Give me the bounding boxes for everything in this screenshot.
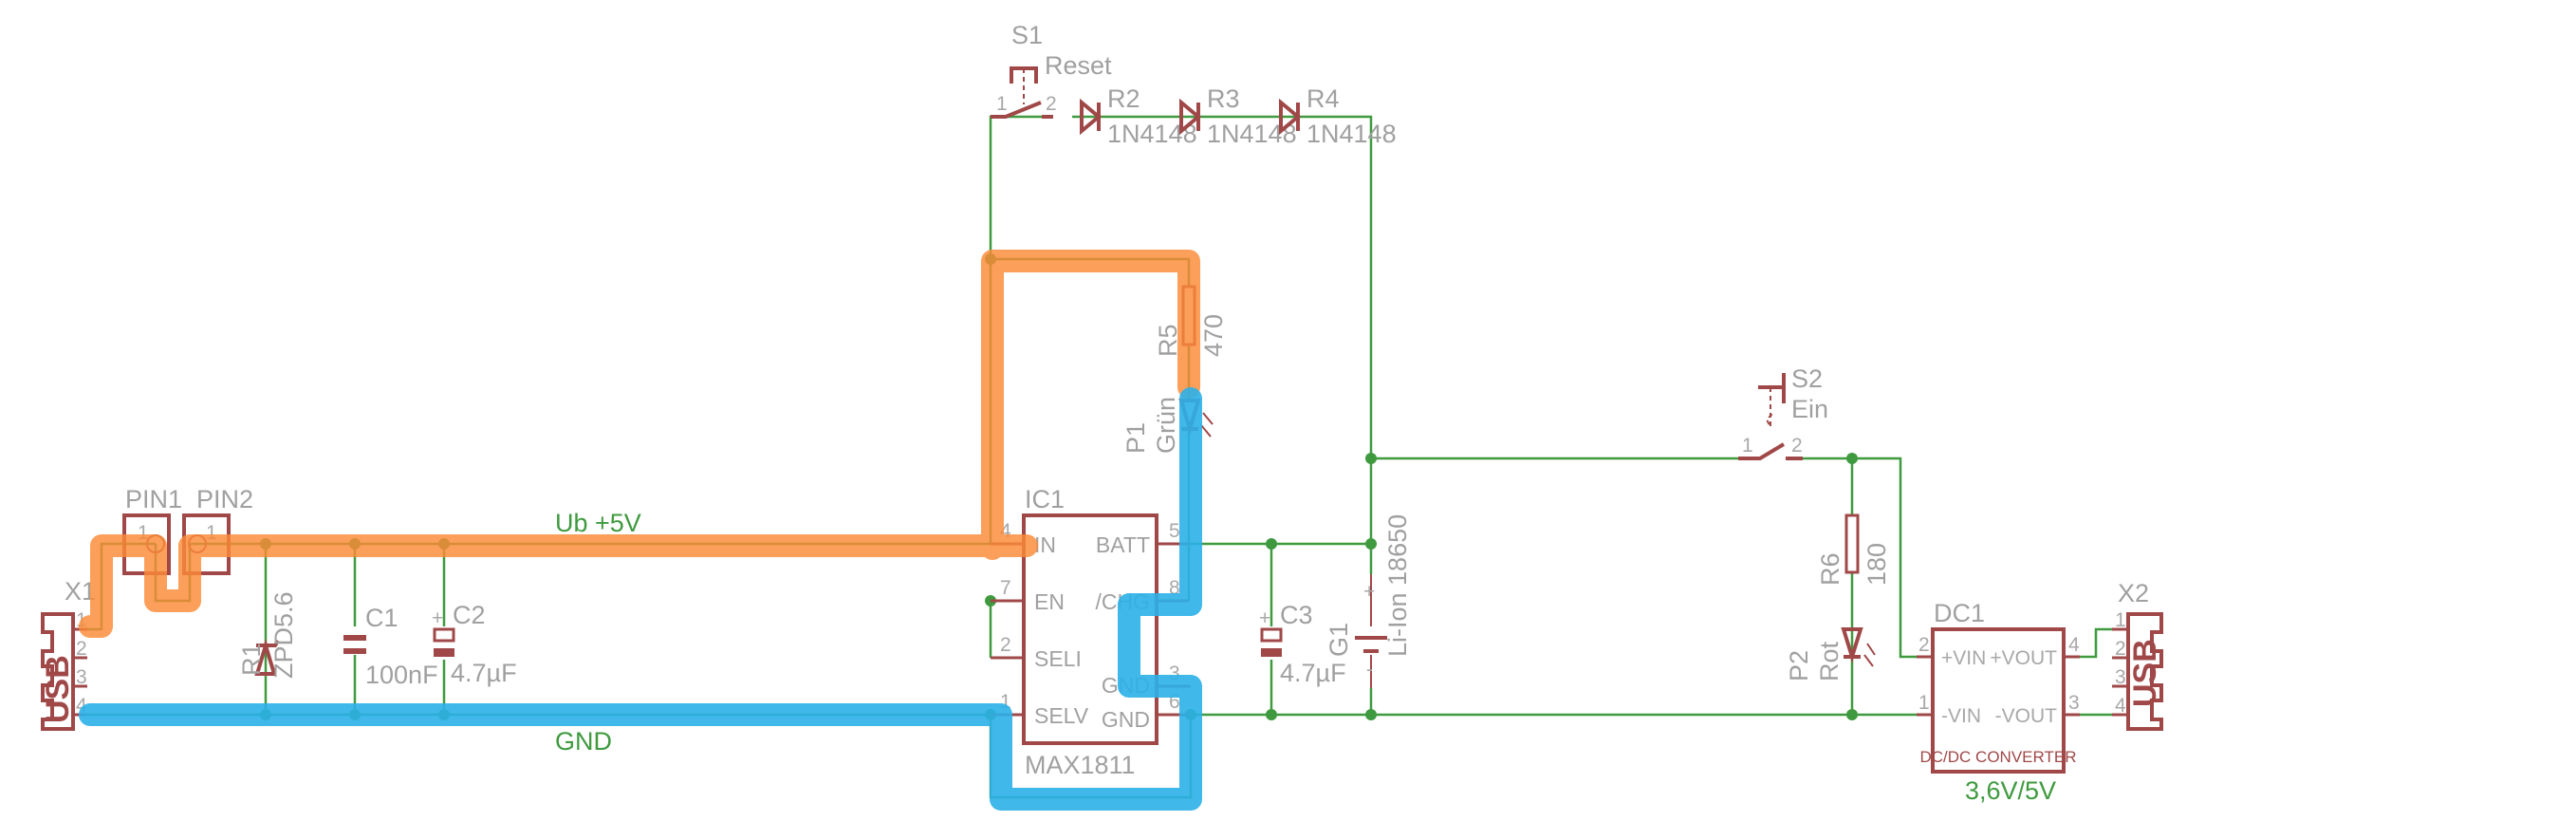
c2-value: 4.7µF [451,659,517,687]
c2-label: C2 [453,601,486,629]
s2-value: Ein [1791,395,1828,423]
ic1-pin: 6 [1169,691,1180,713]
g1-label: G1 [1325,623,1353,657]
capacitor-c3: + C3 4.7µF [1257,601,1346,687]
r3-value: 1N4148 [1207,120,1297,148]
capacitor-c1: C1 100nF [342,604,438,689]
dc1-pin-label: +VIN [1941,647,1986,669]
ic1-pin-label: SELV [1034,703,1089,728]
x2-pin-4: 4 [2115,695,2126,717]
r4-label: R4 [1307,84,1340,113]
capacitor-c2: + C2 4.7µF [432,601,517,687]
pin2-pin: 1 [206,522,217,544]
x2-pin-1: 1 [2115,609,2126,631]
net-label-gnd: GND [555,727,612,756]
c3-label: C3 [1280,601,1313,629]
p1-value: Grün [1152,397,1180,454]
dc1-value: 3,6V/5V [1965,776,2056,805]
highlight-gnd-path [79,387,1202,811]
x1-pin-3: 3 [76,666,87,688]
dc1-pin: 4 [2068,634,2080,656]
zener-r1: R1 ZPD5.6 [237,591,298,679]
x2-pin-2: 2 [2115,638,2126,660]
c1-value: 100nF [365,661,438,689]
switch-s2: S2 Ein 1 2 [1738,364,1828,460]
g1-plus: + [1363,581,1375,603]
r1-label: R1 [237,643,266,676]
c3-plus: + [1259,607,1270,629]
p2-value: Rot [1815,641,1844,681]
s2-label: S2 [1791,364,1823,393]
x2-pin-3: 3 [2115,666,2126,688]
dc1-pin-label: +VOUT [1990,647,2057,669]
ic1-pin: 5 [1169,520,1180,542]
dc1-pin-label: -VIN [1941,705,1981,727]
ic1-pin-label: IN [1034,532,1056,557]
r6-value: 180 [1863,543,1891,586]
r2-value: 1N4148 [1107,120,1197,148]
net-label-vcc: Ub +5V [555,509,641,537]
ic1-pin: 1 [1000,691,1011,713]
x1-usb-label: USB [40,655,76,723]
highlight-vcc-path [79,250,1200,638]
c3-value: 4.7µF [1280,659,1346,687]
c1-label: C1 [365,604,398,632]
s2-pin-1: 1 [1742,435,1753,457]
ic1-label: IC1 [1025,485,1065,513]
resistor-r6: R6 180 [1816,513,1891,586]
r5-value: 470 [1199,314,1228,357]
dc1-label: DC1 [1934,599,1985,627]
pin1-label: PIN1 [125,485,182,513]
ic1-pin: 3 [1169,662,1180,684]
r3-label: R3 [1207,84,1240,113]
pin2-label: PIN2 [196,485,253,513]
g1-minus: - [1366,659,1373,681]
dc1-pin: 3 [2068,692,2080,714]
r6-label: R6 [1816,552,1844,586]
x2-usb-label: USB [2127,639,2163,707]
x2-label: X2 [2118,579,2149,607]
battery-g1: + - G1 Li-Ion 18650 [1325,514,1412,688]
g1-value: Li-Ion 18650 [1383,514,1412,657]
dc1-pin-label: -VOUT [1995,705,2058,727]
ic1-pin: 2 [1000,634,1011,656]
pin1-pin: 1 [138,522,149,544]
r2-label: R2 [1107,84,1140,113]
s2-pin-2: 2 [1791,435,1803,457]
connector-x2: X2 USB 1 2 3 4 [2112,579,2163,731]
ic1-pin: 8 [1169,577,1180,599]
ic1-pin-label: SELI [1034,646,1082,671]
dcdc-converter-dc1: DC1 2 1 4 3 +VIN -VIN +VOUT -VOUT DC/DC … [1917,599,2080,805]
switch-s1: S1 Reset 1 2 [991,21,1112,119]
ic1-value: MAX1811 [1025,751,1136,779]
dc1-title: DC/DC CONVERTER [1920,748,2077,766]
dc1-pin: 1 [1918,692,1930,714]
ic1-max1811: IC1 MAX1811 4 7 2 1 IN EN SELI SELV 5 8 … [991,485,1189,779]
diode-r2: R2 1N4148 [1080,84,1197,148]
diode-r4: R4 1N4148 [1279,84,1397,148]
ic1-pin-label: BATT [1096,532,1150,557]
s1-pin-1: 1 [996,93,1008,115]
r1-value: ZPD5.6 [269,591,298,679]
pin-header-pin2: PIN2 1 [182,485,253,575]
x1-pin-2: 2 [76,638,87,660]
led-p2: P2 Rot [1785,627,1876,681]
p1-label: P1 [1121,422,1150,454]
s1-pin-2: 2 [1046,93,1057,115]
r4-value: 1N4148 [1307,120,1397,148]
ic1-pin-label: EN [1034,589,1065,614]
c2-plus: + [432,607,443,629]
p2-label: P2 [1785,650,1813,681]
s1-label: S1 [1011,21,1043,49]
dc1-pin: 2 [1918,634,1930,656]
ic1-pin: 7 [1000,577,1011,599]
ic1-pin-label: GND [1102,707,1150,732]
s1-value: Reset [1045,51,1112,80]
wires [87,115,2112,799]
